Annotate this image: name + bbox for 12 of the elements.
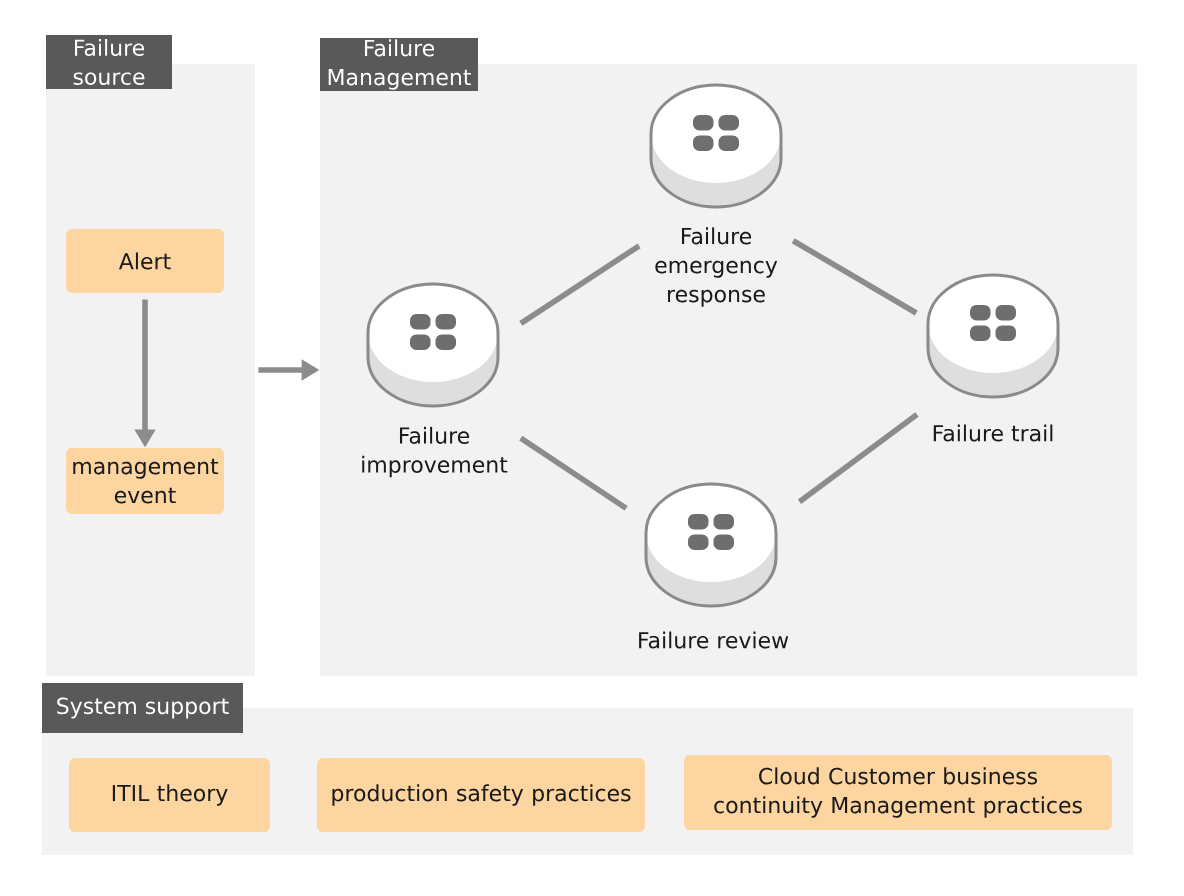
text-box: ITIL theory xyxy=(69,758,270,832)
heading-tab: System support xyxy=(42,683,243,733)
cylinder-label: Failure emergency response xyxy=(655,227,778,307)
text-box: production safety practices xyxy=(317,758,645,832)
cylinder-label: Failure review xyxy=(639,631,789,649)
cylinder-label: Failure improvement xyxy=(362,426,508,478)
heading-tab: Failure source xyxy=(46,35,172,89)
text-box: Cloud Customer business continuity Management practices xyxy=(684,755,1112,830)
text-box: management event xyxy=(66,448,224,514)
cylinder-label: Failure trail xyxy=(933,424,1053,442)
text-box: Alert xyxy=(66,229,224,293)
heading-tab: Failure Management xyxy=(320,38,478,91)
